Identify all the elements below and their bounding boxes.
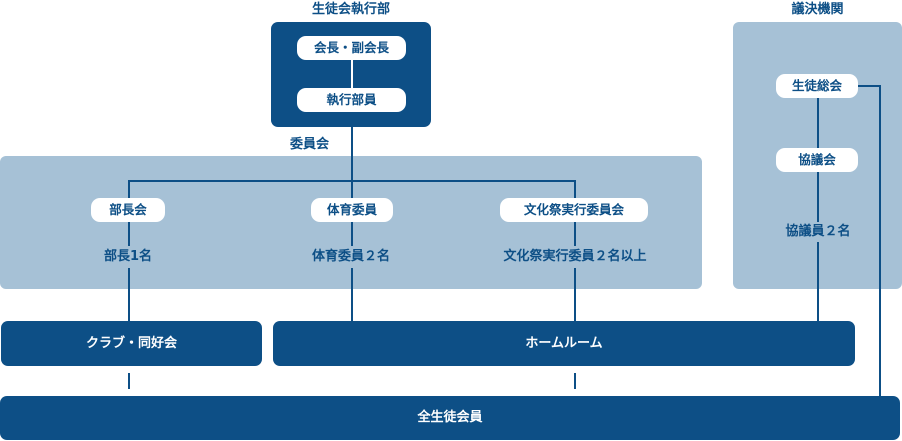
club-heads-count: 部長1名 <box>103 249 153 264</box>
general-assembly-pill: 生徒総会 <box>776 74 858 98</box>
club-heads-pill: 部長会 <box>91 198 165 222</box>
all-students-bar: 全生徒会員 <box>0 396 900 440</box>
festival-count: 文化祭実行委員２名以上 <box>503 249 647 264</box>
executive-inner-connector <box>351 60 353 88</box>
sports-branch <box>351 180 353 198</box>
council-inner-line <box>817 172 819 222</box>
council-members-count: 協議員２名 <box>785 224 851 239</box>
assembly-outer-line <box>858 85 881 87</box>
president-pill: 会長・副会長 <box>297 36 406 60</box>
clubs-bar: クラブ・同好会 <box>1 321 262 366</box>
clubs-to-students-line <box>128 373 130 389</box>
sports-committee-pill: 体育委員 <box>311 198 393 222</box>
club-heads-to-clubs-line <box>128 268 130 321</box>
festival-inner-line <box>574 222 576 246</box>
homeroom-to-students-line <box>574 373 576 389</box>
club-heads-inner-line <box>128 222 130 246</box>
executive-to-committee-connector <box>351 127 353 181</box>
executive-members-pill: 執行部員 <box>297 88 406 112</box>
council-pill: 協議会 <box>776 148 858 172</box>
sports-count: 体育委員２名 <box>311 249 390 264</box>
festival-to-homeroom-line <box>574 268 576 321</box>
legislative-title: 議決機関 <box>791 2 844 17</box>
sports-inner-line <box>351 222 353 246</box>
assembly-to-students-line <box>879 85 881 396</box>
committee-title: 委員会 <box>290 137 330 152</box>
assembly-to-council-line <box>817 98 819 148</box>
homeroom-bar: ホームルーム <box>273 321 855 366</box>
sports-to-homeroom-line <box>351 268 353 321</box>
executive-title: 生徒会執行部 <box>311 2 390 17</box>
club-heads-branch <box>128 180 130 198</box>
council-to-homeroom-line <box>817 242 819 321</box>
festival-committee-pill: 文化祭実行委員会 <box>500 198 648 222</box>
festival-branch <box>574 180 576 198</box>
